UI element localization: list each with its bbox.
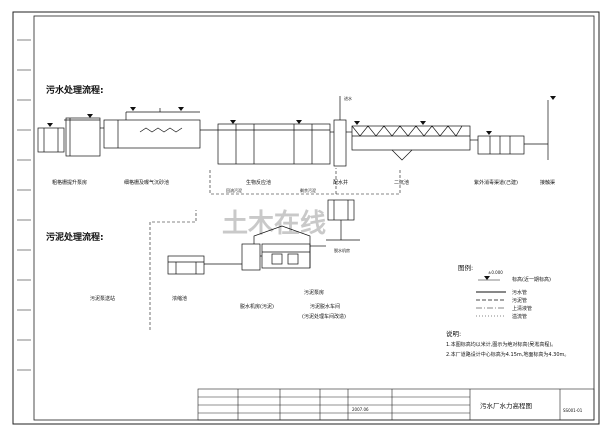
sewage-flow-line xyxy=(37,96,549,167)
legend-label-overflow: 溢流管 xyxy=(512,313,527,320)
label-excess-sludge: 剩余污泥 xyxy=(300,187,316,193)
legend-label-sludge: 污泥管 xyxy=(512,297,527,304)
unit-label-contact-channel: 接触渠 xyxy=(540,179,555,186)
watermark: 土木在线 xyxy=(222,209,326,239)
unit-label-dewatering: 脱水机房(污泥) xyxy=(240,303,274,310)
notes-line-1: 1.本图标高均以米计,图示为绝对标高(吴淞高程)。 xyxy=(446,341,556,348)
binding-strip xyxy=(17,39,31,371)
label-return-sludge: 回流污泥 xyxy=(226,187,242,193)
unit-label-distribution-well: 配水井 xyxy=(333,179,348,186)
unit-label-workshop-upgrade: (污泥处理车间改造) xyxy=(302,313,346,320)
legend-elevation-mark: ±0.000 xyxy=(488,270,503,275)
sludge-flow-line xyxy=(167,199,360,275)
unit-label-sludge-pump-room: 污泥泵房 xyxy=(304,289,324,296)
unit-label-clarifier: 二沉池 xyxy=(394,179,409,186)
title-block-drawing-no: SS001-01 xyxy=(563,408,583,413)
outer-border xyxy=(12,11,600,425)
notes-line-2: 2.本厂道路设计中心标高为4.15m,地面标高为4.30m。 xyxy=(446,351,569,358)
unit-label-fine-screen: 细格栅及曝气沉砂池 xyxy=(124,179,169,186)
elevation-markers xyxy=(47,96,556,135)
legend-elevation-label: 标高(近一期标高) xyxy=(512,276,551,283)
notes-title: 说明: xyxy=(446,329,461,338)
label-dewatering-room: 脱水机房 xyxy=(334,247,350,253)
elevation-symbol-icon xyxy=(484,276,490,280)
title-block-grid xyxy=(197,388,595,421)
title-block-date: 2007.06 xyxy=(352,407,369,412)
return-sludge-pipe xyxy=(149,168,401,330)
unit-label-pump-station: 粗格栅提升泵房 xyxy=(52,179,87,186)
unit-label-dewatering-workshop: 污泥脱水车间 xyxy=(310,303,340,310)
label-inlet: 进水 xyxy=(344,95,352,101)
unit-label-thickener: 浓缩池 xyxy=(172,295,187,302)
title-block-drawing-title: 污水厂水力高程图 xyxy=(480,401,532,410)
sludge-process-title: 污泥处理流程: xyxy=(46,231,104,243)
legend-label-supernatant: 上清液管 xyxy=(512,305,532,312)
sewage-process-title: 污水处理流程: xyxy=(46,84,104,96)
unit-label-uv-channel: 紫外消毒渠道(己建) xyxy=(474,179,518,186)
legend-title: 图例: xyxy=(458,263,473,272)
legend-label-sewage: 污水管 xyxy=(512,289,527,296)
unit-label-bioreactor: 生物反应池 xyxy=(246,179,271,186)
unit-label-sludge-pump-station: 污泥泵送站 xyxy=(90,295,115,302)
